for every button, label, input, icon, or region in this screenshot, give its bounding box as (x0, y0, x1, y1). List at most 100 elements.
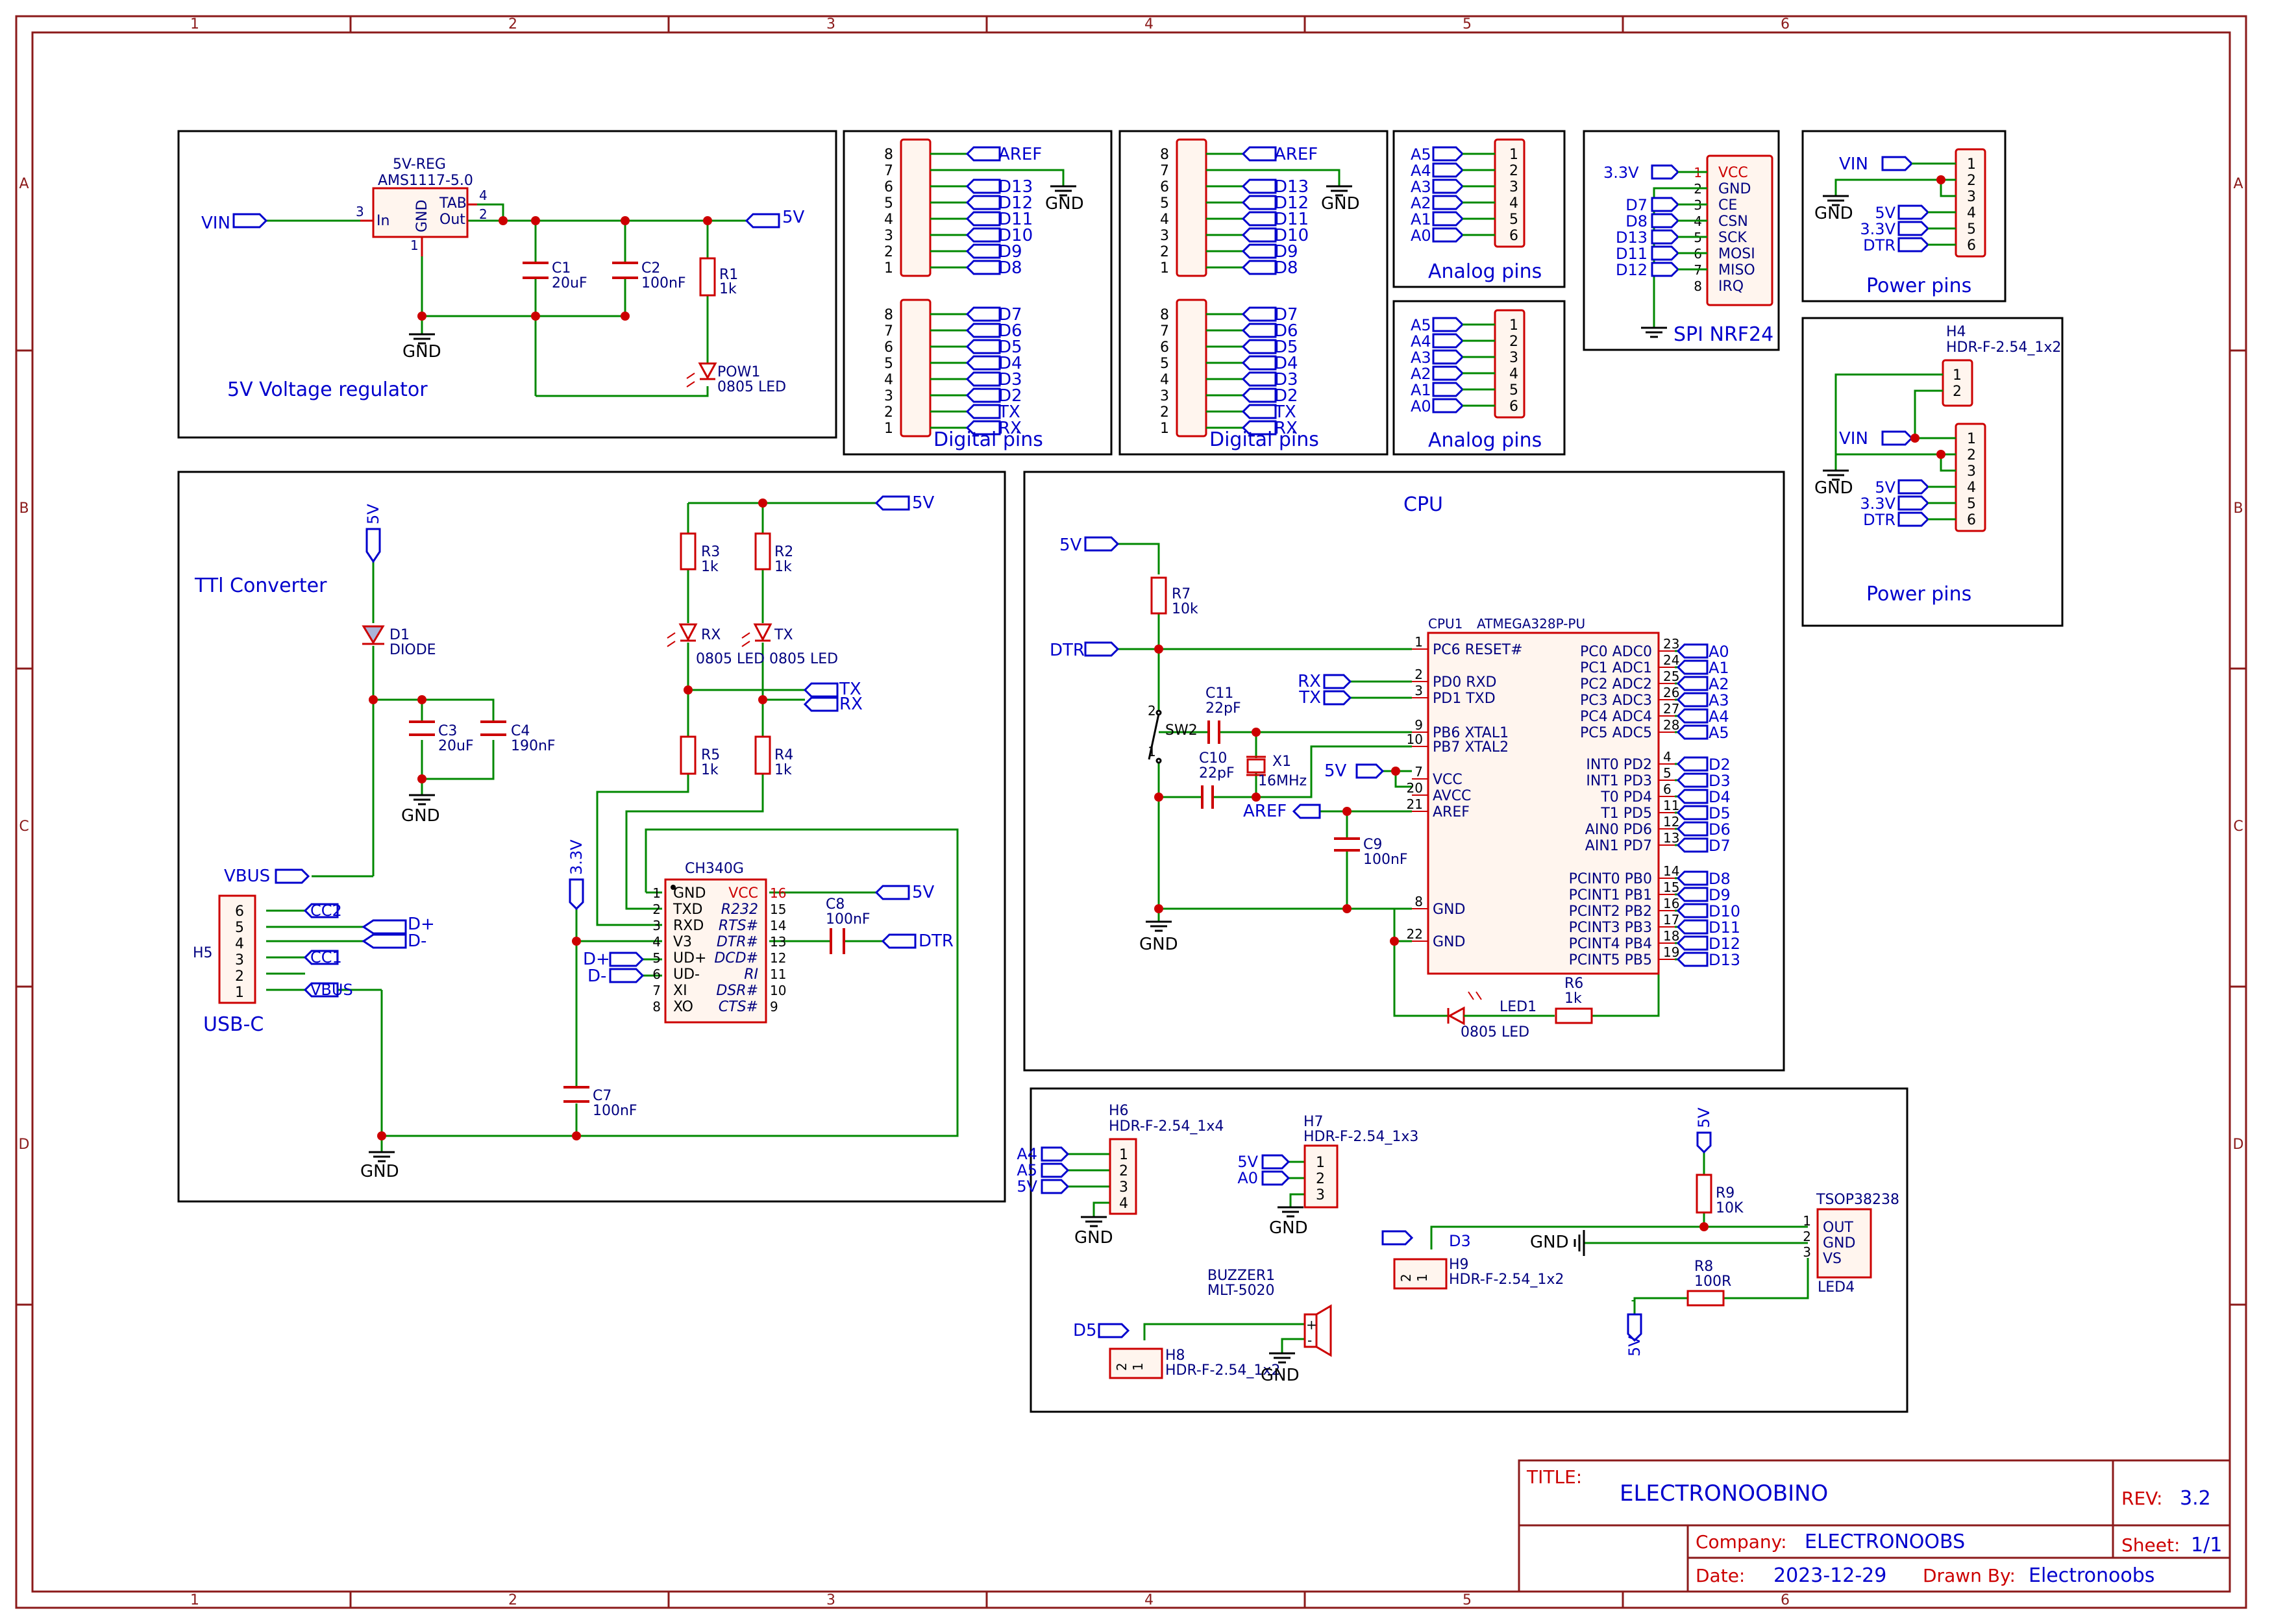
pin-number: 11 (1663, 798, 1679, 813)
pin-number: 5 (884, 195, 893, 212)
pin-name: PB6 XTAL1 (1433, 725, 1509, 741)
pin-number: 2 (1160, 404, 1169, 421)
pin-name: PC6 RESET# (1433, 642, 1523, 658)
net-label: A0 (1411, 227, 1431, 245)
pin-number: 12 (770, 950, 786, 966)
5v-port (1627, 1313, 1642, 1342)
net-port (1241, 243, 1277, 259)
section-title: CPU (1403, 493, 1443, 516)
sw2-pin: 1 (1148, 744, 1156, 759)
section-title: Analog pins (1428, 429, 1542, 452)
net-label: D6 (998, 321, 1022, 341)
r3-val: 1k (701, 559, 719, 575)
vbus-port (275, 868, 310, 884)
net-label: A0 (1237, 1169, 1258, 1187)
pin-number: 1 (1316, 1155, 1325, 1171)
r9-val: 10K (1716, 1200, 1744, 1216)
pin-name: VCC (1433, 772, 1463, 788)
row-label: A (19, 176, 29, 192)
section-title: Analog pins (1428, 260, 1542, 283)
c7-ref: C7 (593, 1088, 611, 1104)
net-port (1432, 398, 1464, 413)
reg-pin-gnd: GND (414, 200, 430, 232)
pin-number: 2 (1119, 1163, 1128, 1179)
h6-part: HDR-F-2.54_1x4 (1109, 1118, 1224, 1135)
reg-pin-num: 3 (356, 204, 364, 219)
pin-header (1955, 423, 1986, 532)
pin-number: 6 (1663, 781, 1672, 797)
net-port (1241, 211, 1277, 227)
pin-number: 16 (1663, 896, 1679, 911)
a0-port (1261, 1170, 1290, 1186)
dm-port (609, 968, 645, 983)
net-port (965, 420, 1001, 436)
pin-number: 1 (1803, 1213, 1811, 1229)
pin-number: 2 (1509, 334, 1518, 350)
c2-val: 100nF (641, 275, 686, 291)
net-port (1241, 195, 1277, 210)
buzzer-minus: - (1307, 1333, 1312, 1348)
net-port (1651, 197, 1680, 212)
r9-resistor (1696, 1174, 1712, 1214)
buzzer-part: MLT-5020 (1207, 1283, 1275, 1299)
section-title: 5V Voltage regulator (227, 378, 428, 401)
net-port (965, 306, 1001, 322)
pin-number: 5 (1509, 382, 1518, 399)
pin-number: 8 (884, 147, 893, 163)
pin-number: 1 (1509, 317, 1518, 334)
pin-number: 2 (1316, 1171, 1325, 1187)
pin-name: PC2 ADC2 (1580, 676, 1652, 693)
led4-ref: LED4 (1818, 1279, 1855, 1296)
net-port (1676, 919, 1709, 935)
pin-name: R232 (721, 902, 758, 918)
atmega328p-chip (1427, 632, 1660, 975)
h9-part: HDR-F-2.54_1x2 (1449, 1272, 1564, 1288)
rx-port (1323, 674, 1352, 689)
pin-name: PCINT3 PB3 (1569, 920, 1652, 936)
r9-ref: R9 (1716, 1185, 1735, 1201)
ch340g-chip (664, 878, 767, 1024)
pin-number: 1 (1953, 367, 1962, 384)
5v-label: 5V (364, 504, 382, 524)
pin-number: 3 (652, 918, 661, 933)
sheet-frame (15, 15, 2247, 1609)
pin-name: PCINT1 PB1 (1569, 887, 1652, 904)
cc1-port (303, 950, 339, 965)
sheet-key: Sheet: (2121, 1534, 2180, 1556)
pin-number: 1 (1160, 260, 1169, 277)
pin-number: 2 (652, 902, 661, 917)
net-port (1676, 708, 1709, 724)
gnd-label: GND (1530, 1233, 1569, 1252)
pin-number: 18 (1663, 928, 1679, 944)
pin-number: 2 (235, 968, 244, 985)
spi-nrf24-block: VCC1GND2CE3CSN4SCK5MOSI6MISO7IRQ83.3VD7D… (1603, 154, 1773, 338)
pin-number: 20 (1407, 780, 1423, 796)
net-port (1676, 935, 1709, 951)
pin-number: 3 (1414, 683, 1423, 698)
d1-ref: D1 (389, 627, 410, 643)
net-label: D13 (1709, 951, 1740, 969)
pin-number: 5 (1160, 356, 1169, 372)
net-label: D12 (1709, 935, 1740, 953)
pin-number: 16 (770, 885, 786, 901)
pin-number: 6 (652, 966, 661, 982)
net-label: D7 (1625, 196, 1648, 214)
pin-name: XO (673, 999, 693, 1015)
pin-number: 1 (884, 421, 893, 437)
r4-val: 1k (774, 762, 792, 778)
reg-pin-in: In (377, 213, 389, 229)
pin-number: 1 (1967, 431, 1976, 447)
pin-number: 7 (884, 163, 893, 179)
h7-ref: H7 (1303, 1114, 1324, 1130)
pin-number: 3 (1509, 179, 1518, 195)
net-label: A4 (1709, 707, 1729, 726)
col-label: 1 (190, 1592, 199, 1608)
net-label: D5 (1274, 338, 1298, 357)
r5-ref: R5 (701, 747, 720, 763)
pin-name: CTS# (719, 999, 758, 1015)
pin-name: AIN1 PD7 (1585, 838, 1652, 854)
net-label: 3.3V (1860, 220, 1895, 238)
